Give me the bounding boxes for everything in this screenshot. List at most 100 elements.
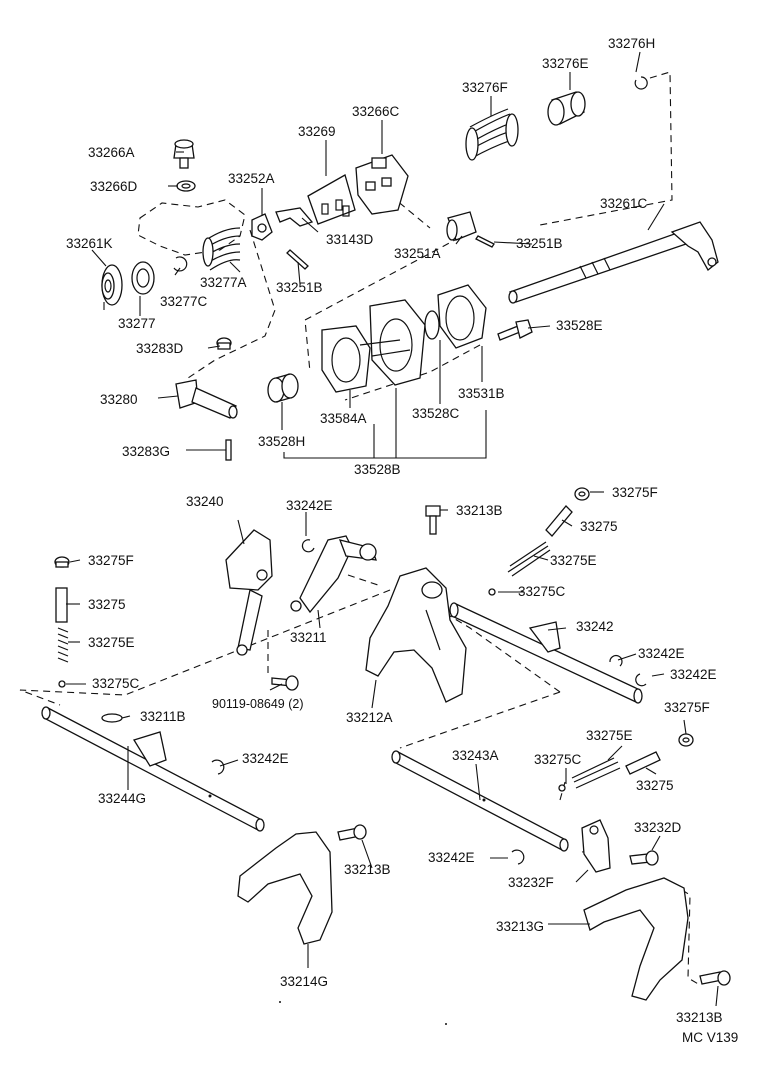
spring-33275e-right (507, 541, 551, 577)
pin-33283g (225, 439, 232, 461)
label-33232d: 33232D (634, 820, 682, 835)
label-33275c-lower: 33275C (534, 752, 582, 767)
pin-33251b-left (286, 249, 309, 270)
fork-33214g (237, 831, 333, 945)
label-33275e-left: 33275E (88, 635, 135, 650)
bolt-33213b-bottom (699, 970, 731, 986)
shift-head-33211 (290, 535, 377, 614)
bearing-33261k (101, 264, 123, 306)
label-33213b-mid: 33213B (344, 862, 391, 877)
label-33211b: 33211B (140, 709, 186, 724)
label-33243a: 33243A (452, 748, 499, 763)
bracket-33143d (275, 207, 314, 227)
label-33269: 33269 (298, 124, 336, 139)
assembly-outline-upper (184, 71, 673, 401)
label-33242e-left: 33242E (242, 751, 289, 766)
label-33277: 33277 (118, 316, 156, 331)
label-33277c: 33277C (160, 294, 208, 309)
label-33275e-lower: 33275E (586, 728, 633, 743)
shaft-33244g (41, 706, 265, 832)
oring-33528c (424, 310, 440, 340)
pin-33251b-right (475, 235, 495, 248)
plate-33269 (307, 174, 356, 225)
cap-33275f-lower (678, 733, 694, 747)
sleeve-33251a (446, 211, 477, 241)
clip-33277c (173, 256, 188, 272)
spring-33275e-lower (571, 757, 621, 789)
label-33276e: 33276E (542, 56, 589, 71)
bolt-33213b-mid (337, 824, 367, 841)
label-33242e-right-2: 33242E (670, 667, 717, 682)
ball-33275c-left (58, 680, 66, 688)
label-33213b-bottom: 33213B (676, 1010, 723, 1025)
spring-33276f (465, 108, 519, 161)
plug-33266a (173, 139, 195, 169)
label-33232f: 33232F (508, 875, 554, 890)
shaft-33261c (508, 221, 719, 304)
label-33275f-left: 33275F (88, 553, 134, 568)
diagram-code: MC V139 (682, 1030, 738, 1045)
label-33212a: 33212A (346, 710, 393, 725)
label-33213b-top: 33213B (456, 503, 503, 518)
label-33276f: 33276F (462, 80, 508, 95)
label-33266a: 33266A (88, 145, 135, 160)
shaft-33242 (449, 602, 643, 704)
label-33275-lower: 33275 (636, 778, 674, 793)
clip-33242e-top (301, 539, 315, 553)
label-33211: 33211 (290, 630, 327, 645)
label-90119-08649: 90119-08649 (2) (212, 697, 304, 711)
cover-33266c (355, 154, 409, 215)
clip-33242e-left (211, 759, 225, 775)
label-33266d: 33266D (90, 179, 138, 194)
label-33213g: 33213G (496, 919, 544, 934)
label-33266c: 33266C (352, 104, 400, 119)
label-33283d: 33283D (136, 341, 184, 356)
label-33240: 33240 (186, 494, 224, 509)
label-33275-right: 33275 (580, 519, 618, 534)
label-33252a: 33252A (228, 171, 275, 186)
pin-33211b (101, 713, 123, 723)
label-33584a: 33584A (320, 411, 367, 426)
label-33275c-left: 33275C (92, 676, 140, 691)
label-33280: 33280 (100, 392, 138, 407)
bushing-33276e (547, 91, 586, 126)
leader-lines (66, 51, 719, 1007)
label-33528c: 33528C (412, 406, 460, 421)
label-33244g: 33244G (98, 791, 146, 806)
retainer-33531b (437, 284, 487, 349)
clip-33242e-right-1 (609, 654, 623, 667)
label-33275-left: 33275 (88, 597, 126, 612)
housing-main (359, 299, 426, 386)
label-33276h: 33276H (608, 36, 655, 51)
label-33283g: 33283G (122, 444, 170, 459)
fork-33213g (583, 877, 689, 1001)
shaft-33243a (391, 750, 569, 852)
bolt-33232d (629, 850, 659, 866)
label-33275f-lower: 33275F (664, 700, 710, 715)
label-33528h: 33528H (258, 434, 305, 449)
bearing-33528h (267, 373, 299, 403)
spring-33277a (202, 227, 241, 271)
label-33242e-right-1: 33242E (638, 646, 685, 661)
label-33275e-right: 33275E (550, 553, 597, 568)
clip-33242e-lower (511, 849, 525, 865)
label-33242e-top: 33242E (286, 498, 333, 513)
label-33242e-lower: 33242E (428, 850, 475, 865)
pin-33275-right (545, 505, 573, 537)
label-33531b: 33531B (458, 386, 505, 401)
lever-33240 (225, 529, 273, 656)
bolt-33213b-top (425, 505, 441, 535)
label-33214g: 33214G (280, 974, 328, 989)
label-33277a: 33277A (200, 275, 247, 290)
label-33251a: 33251A (394, 246, 441, 261)
gasket-33584a (321, 325, 371, 393)
spring-33275e-left (57, 627, 69, 663)
pin-33275-lower (625, 751, 661, 775)
clip-33242e-right-2 (635, 673, 647, 687)
lever-33252a (251, 213, 273, 241)
label-33261k: 33261K (66, 236, 113, 251)
bolt-33528e (497, 319, 533, 341)
housing-outline (137, 199, 246, 256)
label-33261c: 33261C (600, 196, 648, 211)
label-33528b: 33528B (354, 462, 401, 477)
